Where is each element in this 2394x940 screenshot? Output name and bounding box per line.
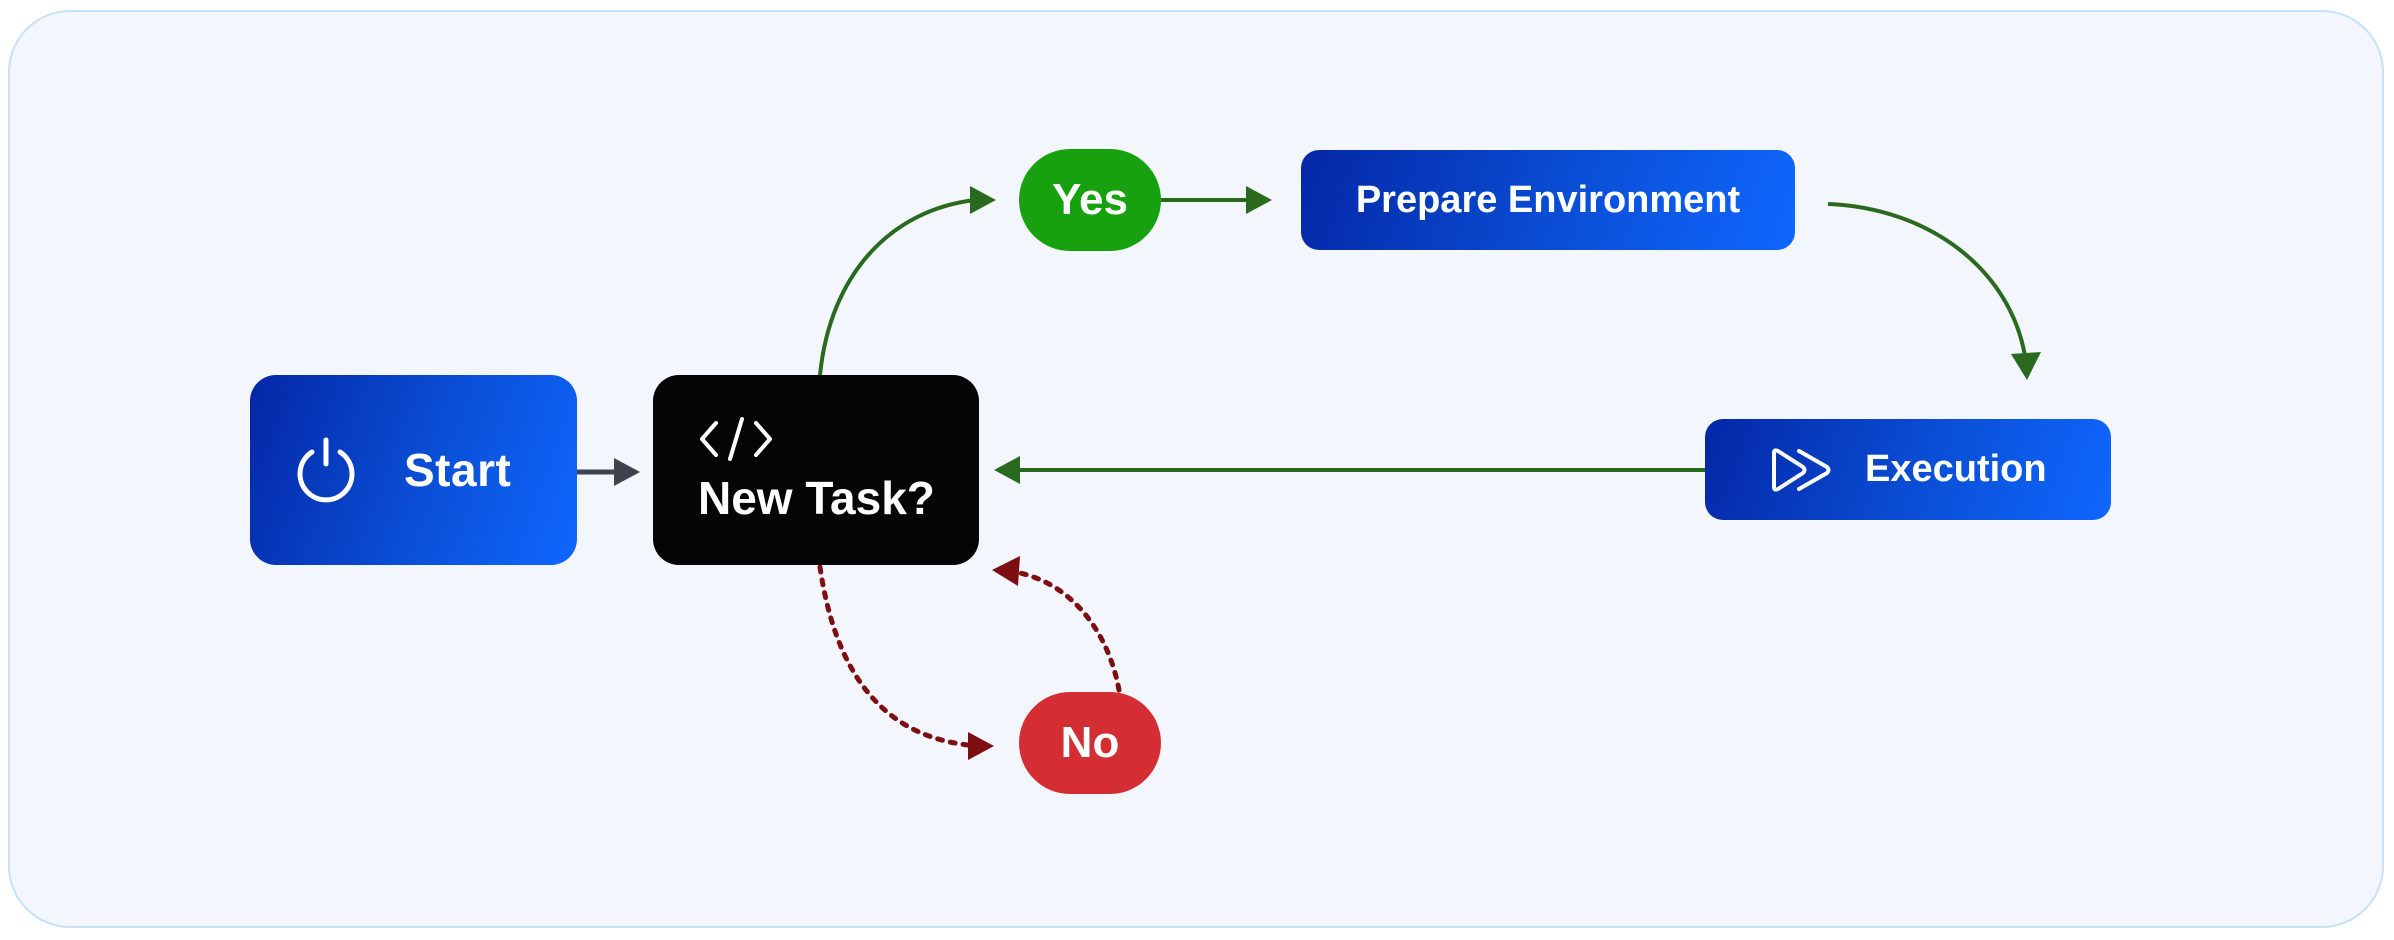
edge-decision-to-yes [818, 186, 996, 376]
edge-prepare-to-execution [1827, 202, 2041, 380]
execution-node: Execution [1705, 419, 2111, 520]
fast-forward-icon [1769, 447, 1835, 493]
edge-yes-to-prepare [1161, 186, 1272, 214]
prepare-label: Prepare Environment [1355, 178, 1741, 221]
power-icon [292, 436, 360, 504]
yes-label: Yes [1052, 175, 1128, 224]
start-label: Start [404, 444, 512, 496]
no-label: No [1060, 718, 1120, 767]
new-task-decision-node: New Task? [653, 375, 979, 565]
yes-node: Yes [1019, 149, 1161, 251]
prepare-environment-node: Prepare Environment [1301, 150, 1795, 250]
no-node: No [1019, 692, 1161, 794]
edge-execution-to-decision [994, 456, 1705, 484]
decision-label: New Task? [698, 472, 935, 524]
start-node: Start [250, 375, 577, 565]
execution-label: Execution [1865, 448, 2047, 490]
edge-no-to-decision [992, 556, 1122, 693]
edge-decision-to-no [817, 564, 994, 760]
edge-start-to-decision [577, 458, 640, 486]
code-icon [698, 415, 774, 463]
